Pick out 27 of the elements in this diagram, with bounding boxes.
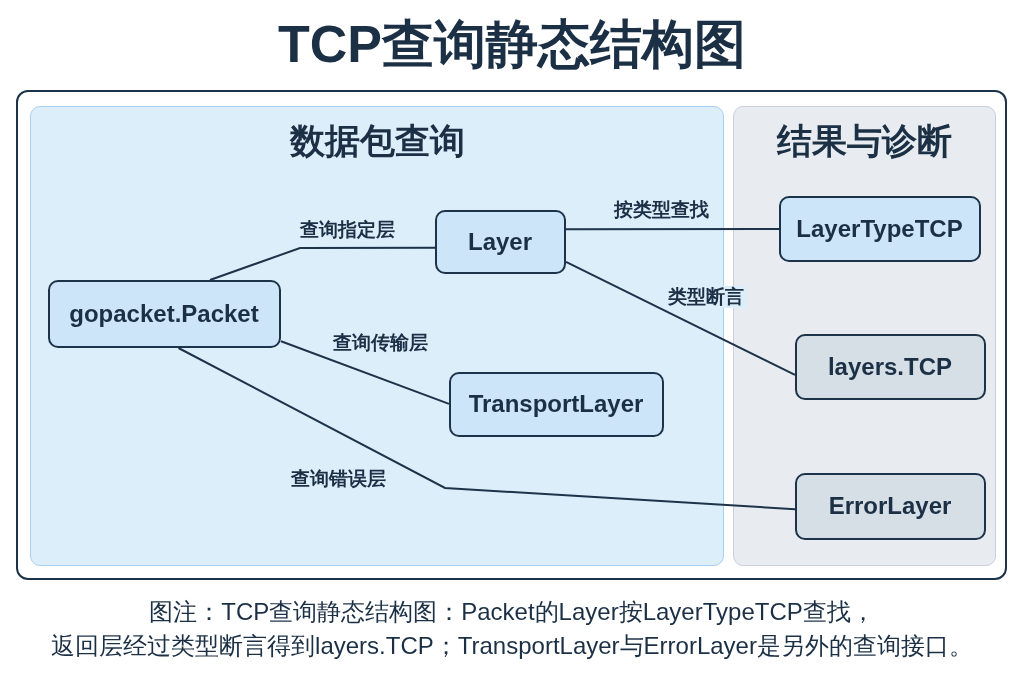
edge-label: 查询错误层 bbox=[287, 468, 389, 490]
type-box bbox=[434, 209, 566, 274]
panel-heading: 数据包查询 bbox=[288, 120, 466, 162]
type-name: Layer bbox=[467, 227, 532, 256]
type-box bbox=[778, 195, 981, 262]
type-name: layers.TCP bbox=[827, 352, 953, 381]
group-panel bbox=[30, 106, 724, 566]
connector-line bbox=[565, 260, 796, 376]
connector-line bbox=[177, 347, 796, 511]
type-name: gopacket.Packet bbox=[69, 299, 259, 328]
edge-label: 类型断言 bbox=[665, 286, 747, 308]
edge-label: 按类型查找 bbox=[610, 199, 712, 221]
connector-line bbox=[208, 246, 436, 281]
connector-line bbox=[280, 340, 450, 405]
type-box bbox=[448, 371, 664, 437]
figure-caption: 图注：TCP查询静态结构图：Packet的Layer按LayerTypeTCP查找，返回层经过类型断言得到layers.TCP；TransportLayer与ErrorLayer是另外的查询接口。 bbox=[50, 597, 974, 661]
edge-label: 查询指定层 bbox=[296, 219, 398, 241]
connector-line bbox=[565, 228, 780, 231]
diagram-title: TCP查询静态结构图 bbox=[277, 14, 747, 75]
type-box bbox=[794, 472, 986, 540]
type-name: LayerTypeTCP bbox=[796, 214, 963, 243]
panel-heading: 结果与诊断 bbox=[775, 120, 953, 162]
type-name: ErrorLayer bbox=[828, 492, 952, 520]
type-name: TransportLayer bbox=[468, 390, 644, 418]
edge-label: 查询传输层 bbox=[329, 332, 431, 354]
type-box bbox=[794, 333, 986, 400]
type-box bbox=[47, 279, 281, 348]
